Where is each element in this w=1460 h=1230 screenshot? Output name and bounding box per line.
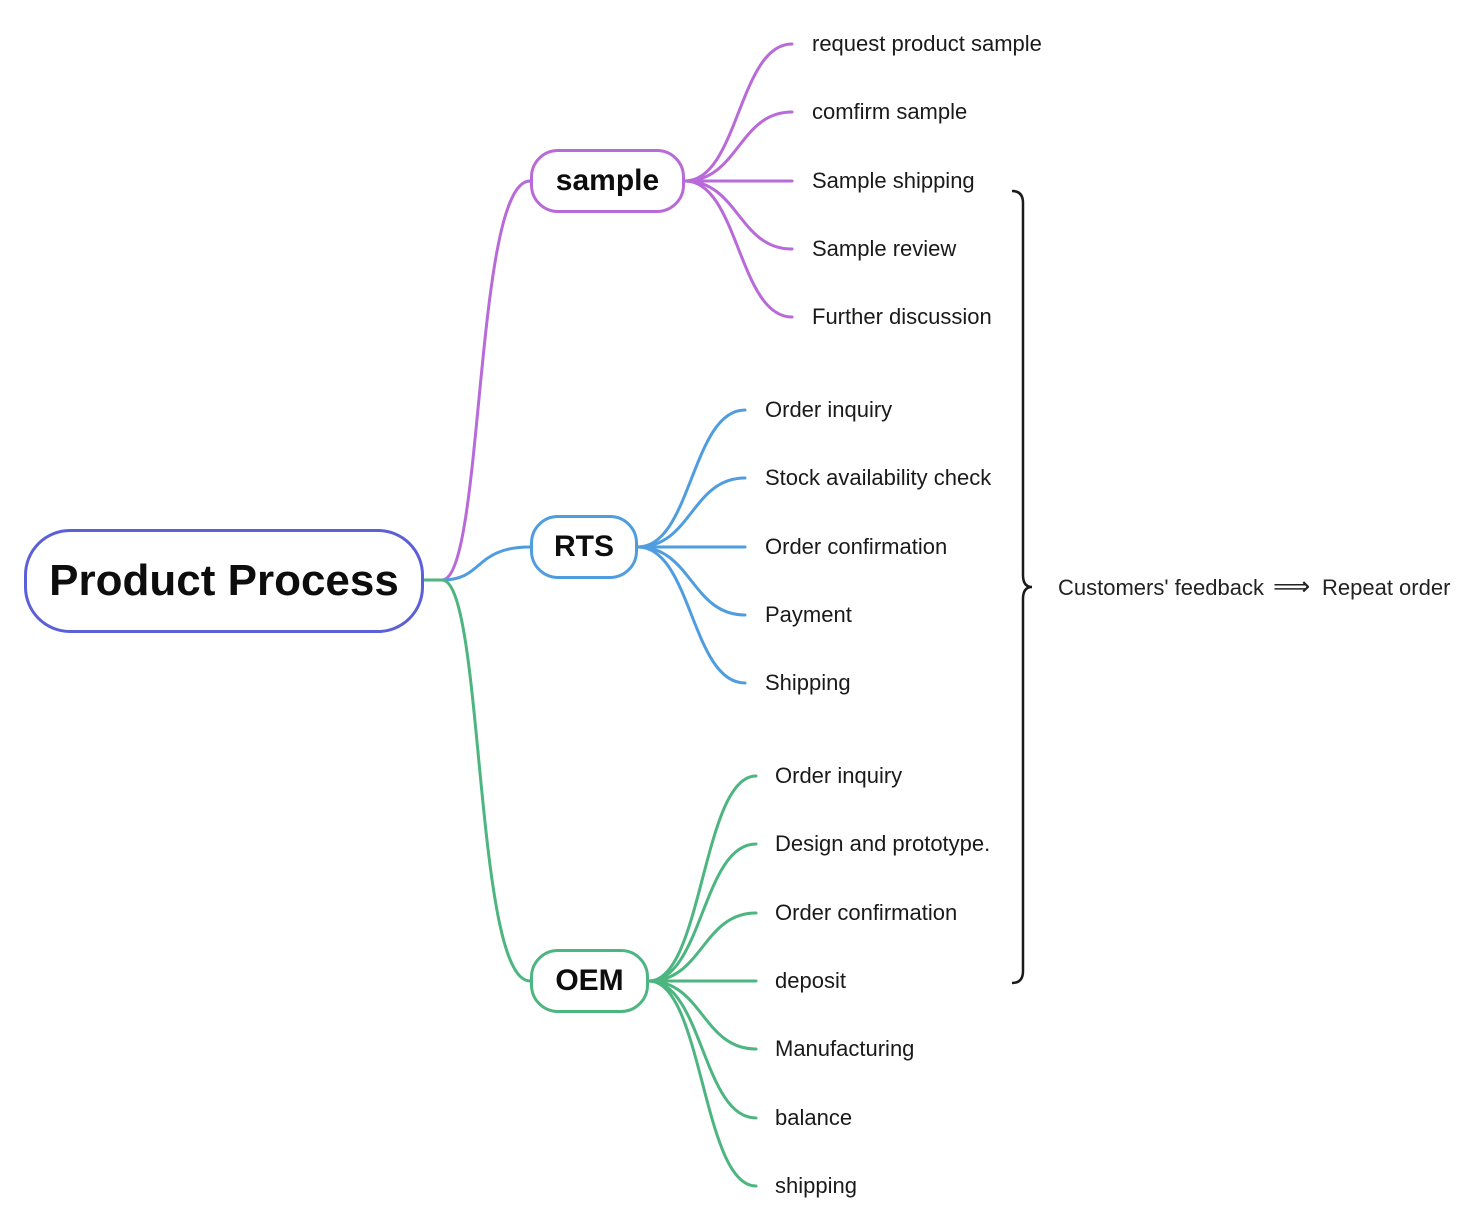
summary-repeat-order[interactable]: Repeat order	[1322, 575, 1451, 600]
leaf-node[interactable]: request product sample	[812, 31, 1042, 56]
leaf-node[interactable]: Design and prototype.	[775, 831, 991, 856]
branch-node-rts[interactable]: RTS	[530, 515, 638, 579]
branch-label: OEM	[555, 964, 624, 997]
branch-label: sample	[555, 164, 660, 197]
oem-leaf-link	[647, 774, 758, 983]
rts-leaf-link	[636, 545, 747, 685]
oem-leaf-link	[647, 842, 758, 983]
sample-leaf-link	[683, 110, 794, 183]
leaf-node[interactable]: Further discussion	[812, 304, 992, 329]
sample-leaf-link	[683, 179, 794, 319]
rts-leaf-link	[636, 408, 747, 549]
leaf-node[interactable]: Manufacturing	[775, 1036, 915, 1061]
leaf-node[interactable]: Shipping	[765, 670, 851, 695]
leaf-node[interactable]: Order confirmation	[775, 900, 958, 925]
leaf-node[interactable]: balance	[775, 1105, 853, 1130]
leaf-node[interactable]: Payment	[765, 602, 852, 627]
root-to-oem-link	[424, 578, 531, 983]
leaf-node[interactable]: Stock availability check	[765, 465, 992, 490]
branch-node-oem[interactable]: OEM	[530, 949, 649, 1013]
leaf-node[interactable]: Sample shipping	[812, 168, 975, 193]
root-to-sample-link	[424, 179, 531, 582]
sample-leaf-link	[683, 179, 794, 251]
leaf-node[interactable]: Sample review	[812, 236, 957, 261]
root-node[interactable]: Product Process	[24, 529, 424, 633]
leaf-node[interactable]: Order inquiry	[775, 763, 903, 788]
oem-leaf-link	[647, 979, 758, 1188]
leaf-node[interactable]: shipping	[775, 1173, 857, 1198]
leaf-node[interactable]: Order confirmation	[765, 534, 948, 559]
oem-leaf-link	[647, 911, 758, 983]
summary-feedback[interactable]: Customers' feedback	[1058, 575, 1264, 600]
sample-leaf-link	[683, 42, 794, 183]
root-label: Product Process	[49, 556, 399, 605]
leaf-node[interactable]: comfirm sample	[812, 99, 968, 124]
branch-label: RTS	[554, 530, 614, 563]
root-to-rts-link	[424, 545, 531, 582]
leaf-node[interactable]: Order inquiry	[765, 397, 893, 422]
rts-leaf-link	[636, 476, 747, 549]
leaf-node[interactable]: deposit	[775, 968, 846, 993]
double-arrow-icon: ⟹	[1273, 571, 1311, 601]
oem-leaf-link	[647, 979, 758, 1120]
branch-node-sample[interactable]: sample	[530, 149, 685, 213]
oem-leaf-link	[647, 979, 758, 1051]
rts-leaf-link	[636, 545, 747, 617]
summary-brace	[1011, 189, 1033, 985]
